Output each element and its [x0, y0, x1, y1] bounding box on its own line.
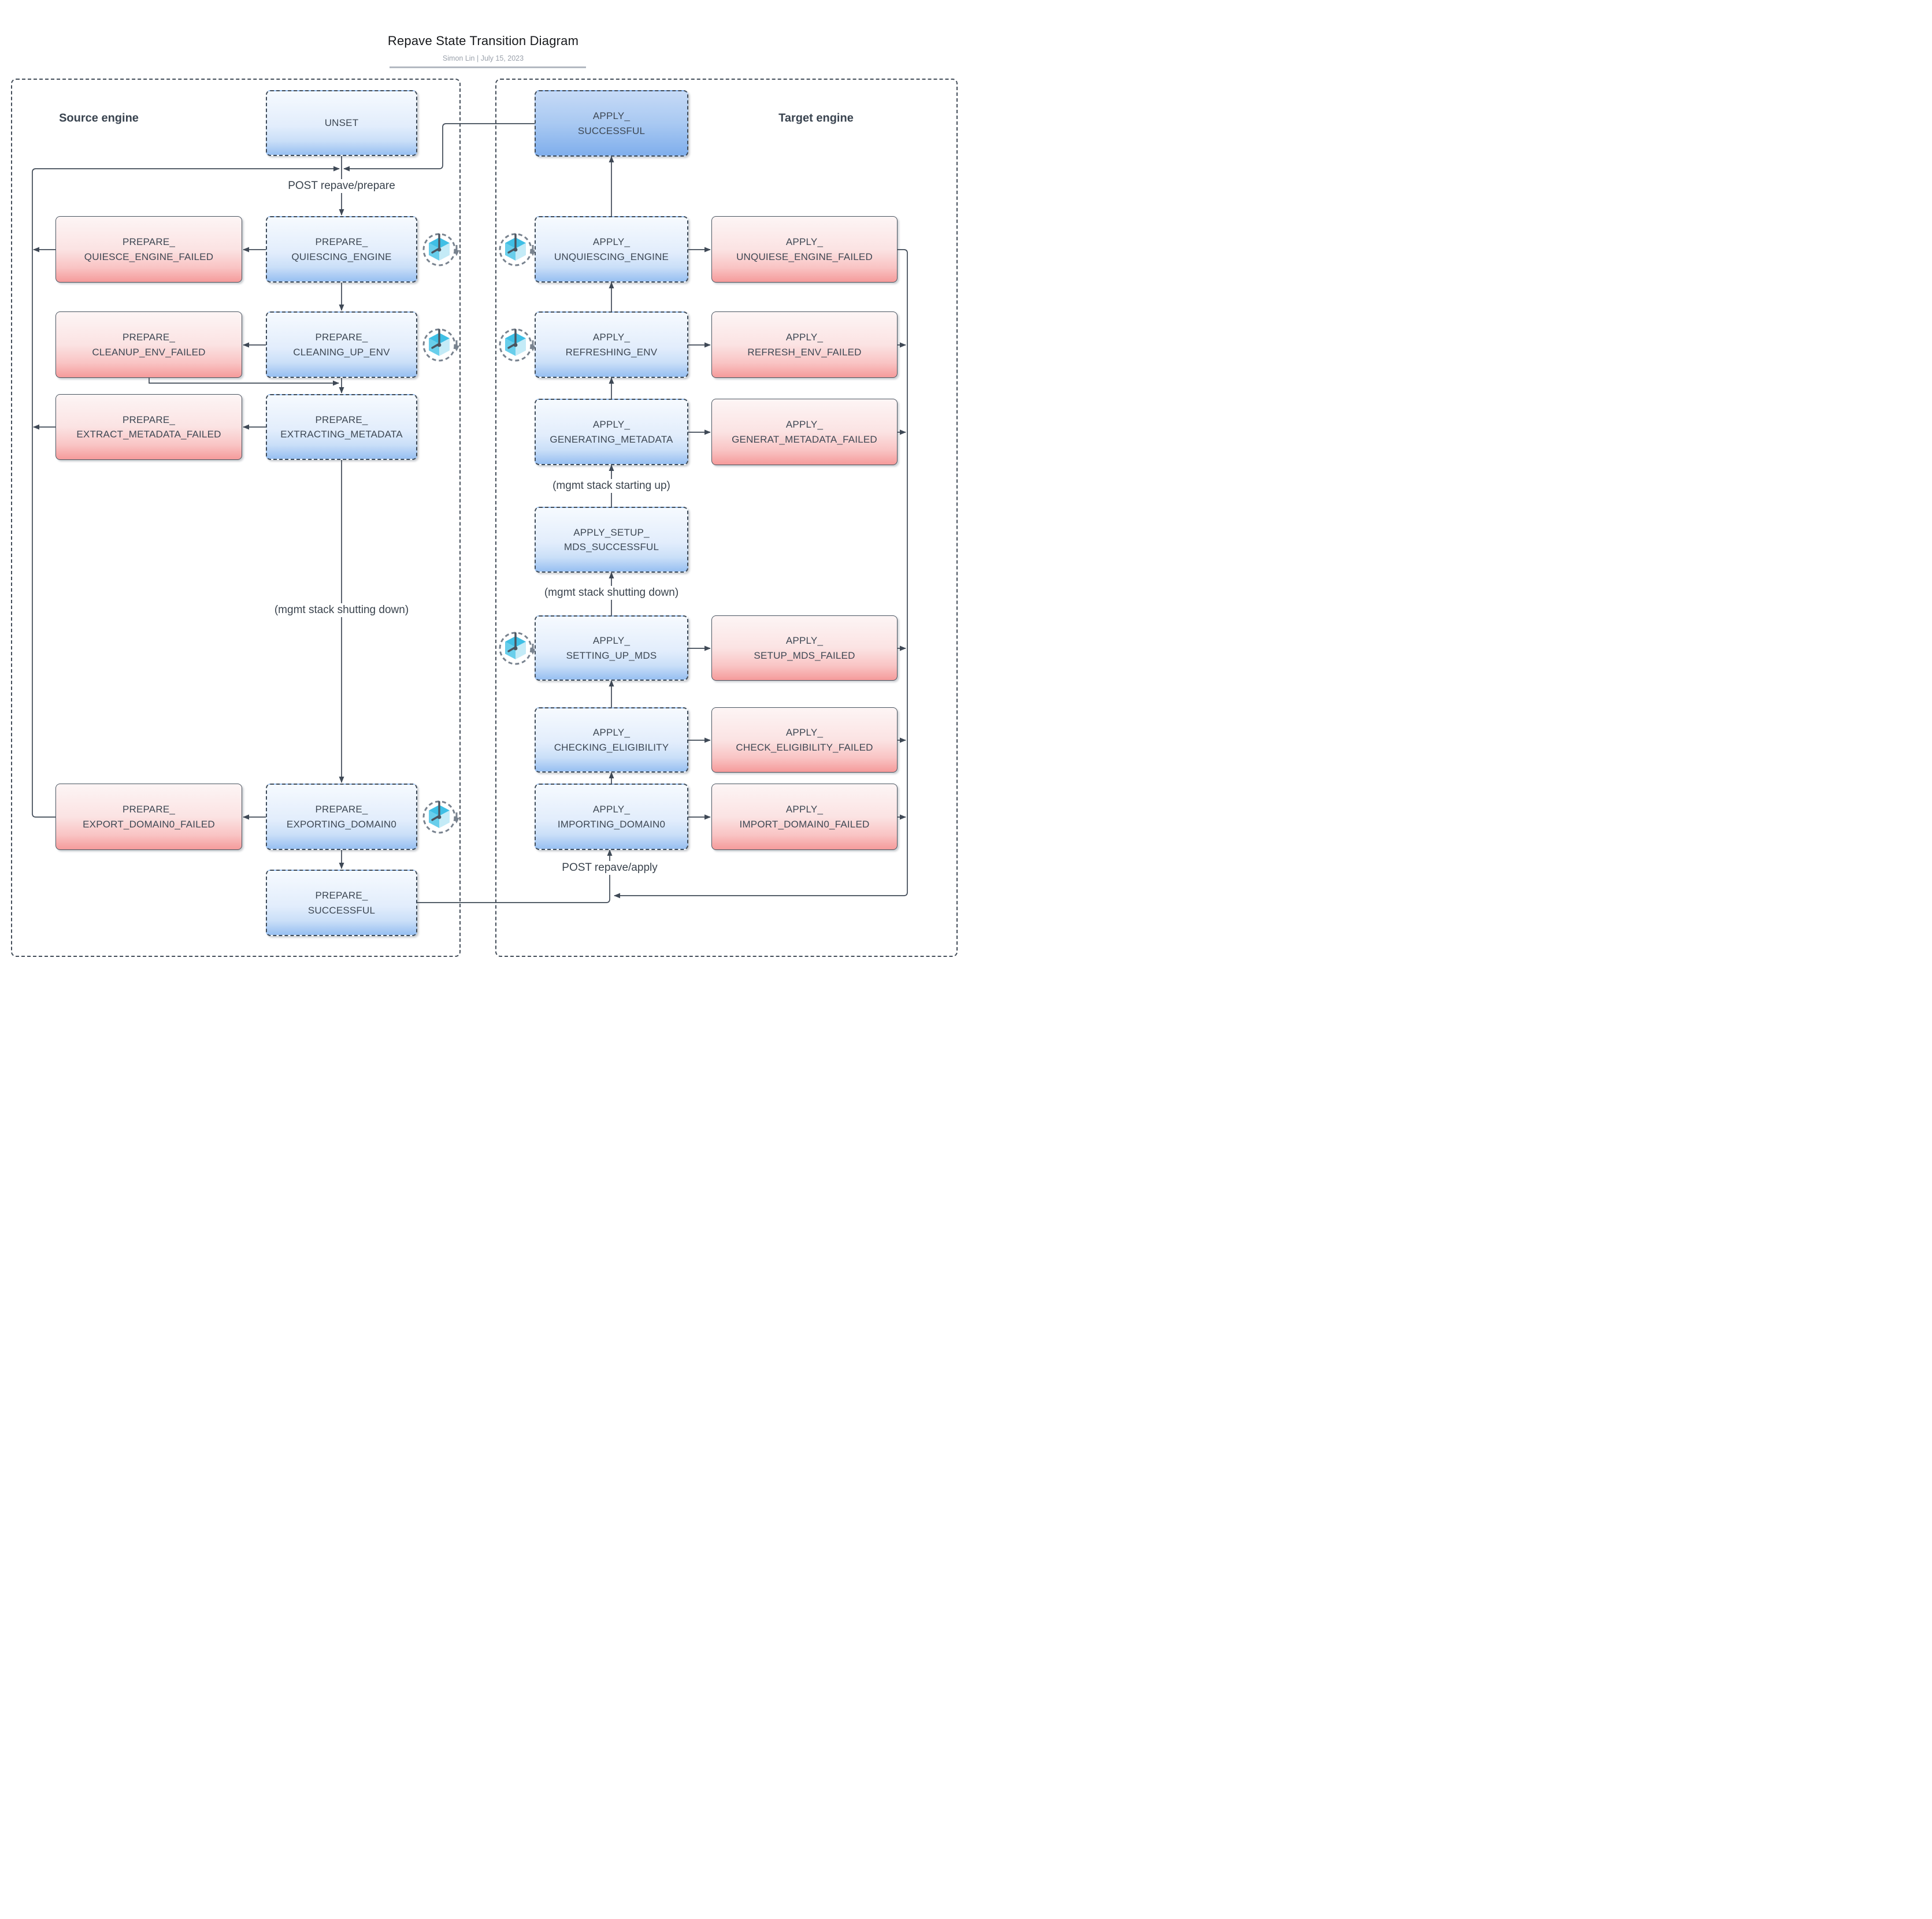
- state-prepare-exporting-domain0: PREPARE_ EXPORTING_DOMAIN0: [266, 784, 417, 850]
- source-engine-container: [11, 79, 461, 957]
- state-label-line: APPLY_: [785, 236, 824, 247]
- state-label-line: SETUP_MDS_FAILED: [754, 649, 855, 661]
- state-label-line: PREPARE_: [315, 236, 368, 247]
- state-prepare-quiesce-engine-failed: PREPARE_ QUIESCE_ENGINE_FAILED: [55, 216, 242, 283]
- state-label-line: PREPARE_: [122, 332, 176, 343]
- state-apply-checking-eligibility: APPLY_ CHECKING_ELIGIBILITY: [535, 707, 688, 773]
- state-label-line: APPLY_: [592, 804, 631, 815]
- state-prepare-cleaning-up-env: PREPARE_ CLEANING_UP_ENV: [266, 311, 417, 378]
- state-label-line: APPLY_: [592, 635, 631, 646]
- edge-label-mgmt-stack-starting-up: (mgmt stack starting up): [548, 479, 674, 493]
- state-label-line: QUIESCING_ENGINE: [291, 251, 392, 262]
- state-label-line: GENERATING_METADATA: [550, 433, 673, 445]
- state-label-line: APPLY_: [592, 727, 631, 738]
- state-apply-setup-mds-failed: APPLY_ SETUP_MDS_FAILED: [711, 615, 898, 681]
- state-label-line: APPLY_: [592, 236, 631, 247]
- clock-cube-icon: [422, 800, 459, 834]
- clock-cube-icon: [422, 328, 459, 362]
- edge-label-post-repave-apply: POST repave/apply: [558, 861, 662, 875]
- subtitle-divider: [390, 66, 586, 68]
- edge-label-mgmt-stack-shutting-down-target: (mgmt stack shutting down): [540, 586, 683, 600]
- state-label-line: SUCCESSFUL: [577, 125, 646, 136]
- state-label-line: APPLY_: [785, 332, 824, 343]
- state-label-line: SETTING_UP_MDS: [566, 649, 657, 661]
- source-engine-label: Source engine: [59, 112, 139, 125]
- state-label-line: EXPORT_DOMAIN0_FAILED: [83, 818, 215, 830]
- state-label-line: APPLY_: [592, 419, 631, 430]
- state-prepare-cleanup-env-failed: PREPARE_ CLEANUP_ENV_FAILED: [55, 311, 242, 378]
- state-label-line: APPLY_: [785, 635, 824, 646]
- state-apply-successful: APPLY_ SUCCESSFUL: [535, 90, 688, 157]
- state-label-line: CHECKING_ELIGIBILITY: [554, 741, 669, 753]
- state-label-line: CHECK_ELIGIBILITY_FAILED: [736, 741, 873, 753]
- state-apply-importing-domain0: APPLY_ IMPORTING_DOMAIN0: [535, 784, 688, 850]
- edge-label-mgmt-stack-shutting-down-source: (mgmt stack shutting down): [270, 603, 413, 617]
- state-prepare-extracting-metadata: PREPARE_ EXTRACTING_METADATA: [266, 394, 417, 460]
- state-label-line: PREPARE_: [122, 236, 176, 247]
- state-label-line: SUCCESSFUL: [307, 904, 376, 916]
- clock-cube-icon: [499, 632, 536, 665]
- state-label-line: APPLY_: [785, 419, 824, 430]
- state-label-line: PREPARE_: [315, 804, 368, 815]
- state-prepare-successful: PREPARE_ SUCCESSFUL: [266, 870, 417, 936]
- state-label-line: PREPARE_: [122, 804, 176, 815]
- state-apply-setting-up-mds: APPLY_ SETTING_UP_MDS: [535, 615, 688, 681]
- state-label-line: EXTRACT_METADATA_FAILED: [76, 429, 221, 440]
- state-label-line: EXPORTING_DOMAIN0: [286, 818, 397, 830]
- state-apply-refreshing-env: APPLY_ REFRESHING_ENV: [535, 311, 688, 378]
- state-label-line: IMPORTING_DOMAIN0: [557, 818, 666, 830]
- edge-cleanup-failed-merge: [149, 378, 339, 386]
- state-label-line: APPLY_SETUP_: [573, 526, 650, 538]
- state-label-line: CLEANING_UP_ENV: [293, 346, 390, 358]
- state-apply-unquiescing-engine: APPLY_ UNQUIESCING_ENGINE: [535, 216, 688, 283]
- state-label-line: APPLY_: [785, 804, 824, 815]
- state-apply-check-eligibility-failed: APPLY_ CHECK_ELIGIBILITY_FAILED: [711, 707, 898, 773]
- state-label-line: MDS_SUCCESSFUL: [563, 541, 659, 552]
- edge-label-post-repave-prepare: POST repave/prepare: [284, 179, 399, 193]
- target-engine-label: Target engine: [778, 112, 854, 125]
- state-label-line: UNQUIESE_ENGINE_FAILED: [736, 251, 873, 262]
- state-label-line: PREPARE_: [315, 414, 368, 425]
- state-unset: UNSET: [266, 90, 417, 156]
- edge-prepare-successful-to-importing: [417, 849, 613, 903]
- diagram-canvas: Repave State Transition Diagram Simon Li…: [0, 0, 966, 960]
- state-prepare-quiescing-engine: PREPARE_ QUIESCING_ENGINE: [266, 216, 417, 283]
- state-apply-import-domain0-failed: APPLY_ IMPORT_DOMAIN0_FAILED: [711, 784, 898, 850]
- state-label-line: GENERAT_METADATA_FAILED: [732, 433, 877, 445]
- connector-layer: [32, 123, 908, 903]
- edge-failed-loop-to-prepare-junction: [32, 166, 340, 818]
- state-label-line: APPLY_: [785, 727, 824, 738]
- edge-apply-successful-to-prepare-junction: [343, 123, 535, 172]
- target-engine-container: [495, 79, 958, 957]
- state-label-line: REFRESH_ENV_FAILED: [747, 346, 862, 358]
- page-title: Repave State Transition Diagram: [387, 34, 579, 48]
- state-label-line: EXTRACTING_METADATA: [280, 429, 403, 440]
- state-label-line: QUIESCE_ENGINE_FAILED: [84, 251, 214, 262]
- state-apply-generat-metadata-failed: APPLY_ GENERAT_METADATA_FAILED: [711, 399, 898, 465]
- page-subtitle: Simon Lin | July 15, 2023: [442, 54, 524, 62]
- edge-apply-failed-loop: [614, 249, 908, 899]
- state-apply-refresh-env-failed: APPLY_ REFRESH_ENV_FAILED: [711, 311, 898, 378]
- clock-cube-icon: [422, 233, 459, 266]
- clock-cube-icon: [499, 328, 536, 362]
- state-label-line: APPLY_: [592, 110, 631, 121]
- state-apply-setup-mds-successful: APPLY_SETUP_ MDS_SUCCESSFUL: [535, 507, 688, 573]
- state-prepare-export-domain0-failed: PREPARE_ EXPORT_DOMAIN0_FAILED: [55, 784, 242, 850]
- state-prepare-extract-metadata-failed: PREPARE_ EXTRACT_METADATA_FAILED: [55, 394, 242, 460]
- state-apply-generating-metadata: APPLY_ GENERATING_METADATA: [535, 399, 688, 465]
- state-apply-unquiese-engine-failed: APPLY_ UNQUIESE_ENGINE_FAILED: [711, 216, 898, 283]
- state-label-line: UNSET: [324, 117, 359, 129]
- state-label-line: PREPARE_: [315, 332, 368, 343]
- state-label-line: UNQUIESCING_ENGINE: [554, 251, 669, 262]
- state-label-line: APPLY_: [592, 332, 631, 343]
- clock-cube-icon: [499, 233, 536, 266]
- state-label-line: PREPARE_: [315, 890, 368, 901]
- state-label-line: CLEANUP_ENV_FAILED: [92, 346, 206, 358]
- state-label-line: REFRESHING_ENV: [565, 346, 658, 358]
- state-label-line: PREPARE_: [122, 414, 176, 425]
- state-label-line: IMPORT_DOMAIN0_FAILED: [739, 818, 870, 830]
